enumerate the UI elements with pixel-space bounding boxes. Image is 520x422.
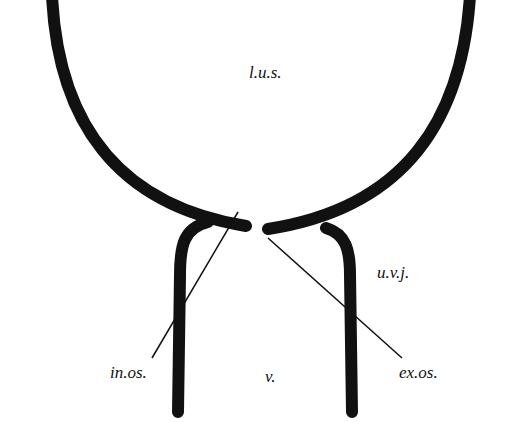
part-label: u.v.j. [375,263,411,282]
vaginal-wall-right [326,228,352,412]
part-label: ex.os. [397,363,440,382]
leader-line [268,238,402,358]
leader-line [152,212,238,358]
uterine-wall-right [268,0,470,229]
uterine-wall-left [52,0,246,226]
part-label: v. [263,367,278,386]
part-label: l.u.s. [247,63,284,82]
part-label: in.os. [108,363,149,382]
vaginal-wall-left [178,222,208,412]
